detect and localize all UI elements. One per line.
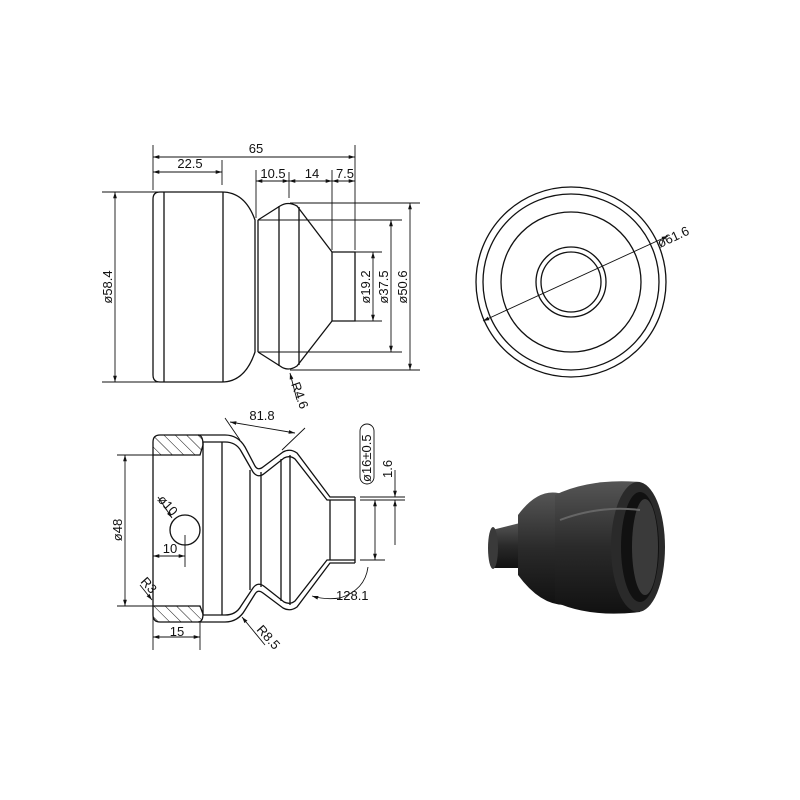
dim-angle-cone: 128.1 <box>336 588 369 603</box>
dim-end-outer-dia: ø61.6 <box>655 223 691 251</box>
dim-wall-thickness: 1.6 <box>380 460 395 478</box>
dim-bore-dia: ø48 <box>110 519 125 541</box>
dim-angle-top: 81.8 <box>249 408 274 423</box>
dim-body-length: 22.5 <box>177 156 202 171</box>
dim-flange-radius: R3 <box>138 574 160 596</box>
section-view: 81.8 ø16±0.5 1.6 ø48 ø10 10 R3 15 R8.5 1… <box>110 408 405 652</box>
dim-overall-length: 65 <box>249 141 263 156</box>
rubber-boot-3d-render <box>488 481 665 614</box>
dim-tube-dia: ø19.2 <box>358 270 373 303</box>
dim-neck-dia: ø37.5 <box>376 270 391 303</box>
dim-hole-dia: ø10 <box>155 492 181 519</box>
dim-outer-dia: ø58.4 <box>100 270 115 303</box>
dim-flange-width: 15 <box>170 624 184 639</box>
end-view: ø61.6 <box>475 186 691 378</box>
side-view: 65 22.5 10.5 14 7.5 ø58.4 ø19.2 ø37.5 ø5… <box>100 141 420 411</box>
dim-seg-a: 10.5 <box>260 166 285 181</box>
dim-seg-c: 7.5 <box>336 166 354 181</box>
dim-tube-dia-tolerance: ø16±0.5 <box>359 434 374 482</box>
dim-bulge-dia: ø50.6 <box>395 270 410 303</box>
dim-radius: R4.6 <box>288 380 311 411</box>
dim-seg-b: 14 <box>305 166 319 181</box>
dim-hole-offset: 10 <box>163 541 177 556</box>
